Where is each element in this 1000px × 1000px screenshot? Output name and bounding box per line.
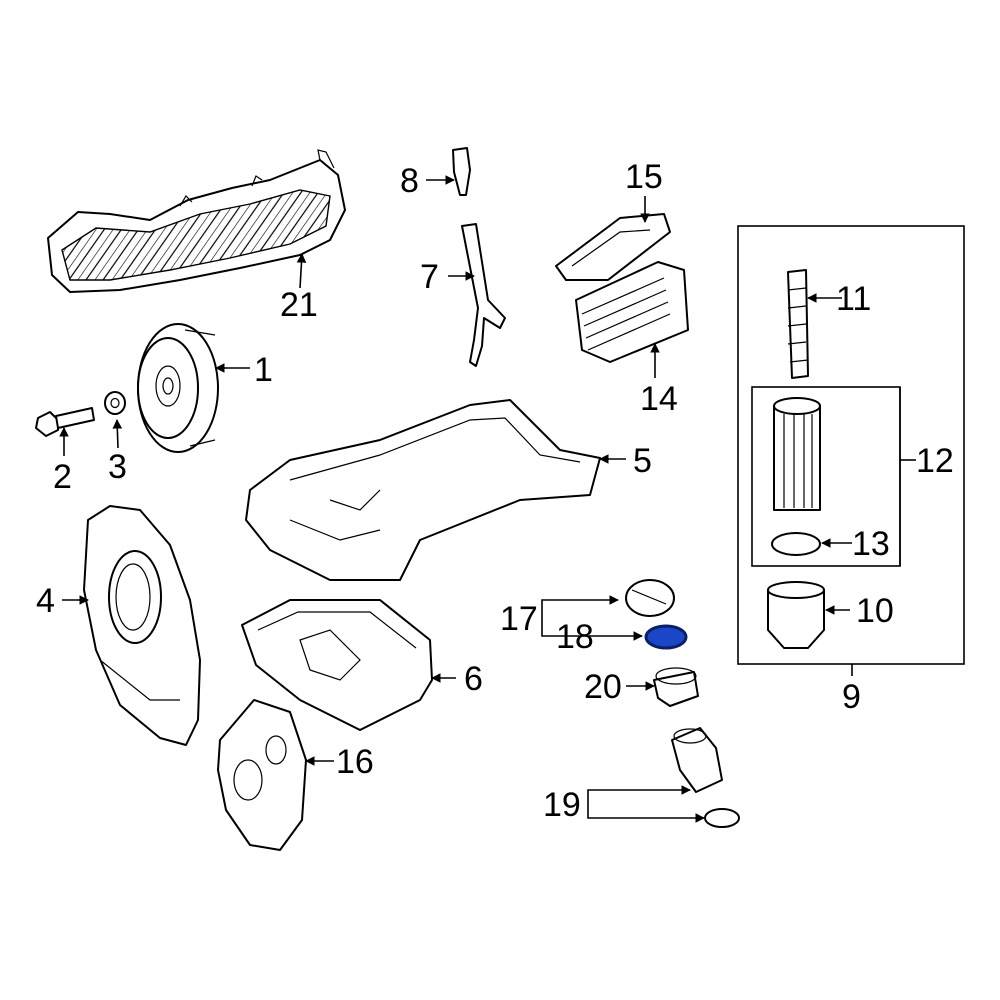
part-7-dipstick-tube[interactable] bbox=[461, 223, 506, 367]
part-10-filter-cap[interactable] bbox=[767, 581, 825, 649]
callout-4: 4 bbox=[36, 582, 55, 620]
part-3-washer[interactable] bbox=[104, 391, 126, 415]
callout-11: 11 bbox=[836, 280, 871, 318]
part-21-intake-manifold[interactable] bbox=[47, 149, 346, 293]
callout-2: 2 bbox=[53, 458, 72, 496]
part-15-gasket[interactable] bbox=[555, 213, 671, 281]
callout-8: 8 bbox=[400, 162, 419, 200]
part-18-seal[interactable] bbox=[644, 624, 688, 650]
part-4-rear-cover[interactable] bbox=[83, 505, 201, 746]
part-11-standpipe[interactable] bbox=[787, 269, 809, 379]
part-5-upper-oil-pan[interactable] bbox=[245, 399, 601, 581]
callout-19: 19 bbox=[543, 786, 581, 824]
part-14-oil-cooler[interactable] bbox=[575, 261, 689, 363]
part-1-pulley[interactable] bbox=[137, 323, 219, 453]
part-13-o-ring[interactable] bbox=[771, 532, 821, 556]
callout-9: 9 bbox=[842, 678, 861, 716]
part-16-cover-plate[interactable] bbox=[217, 699, 307, 851]
callout-labels: 21 1 2 3 4 5 6 16 8 7 15 14 11 12 13 10 … bbox=[36, 158, 954, 824]
callout-3: 3 bbox=[108, 448, 127, 486]
callout-21: 21 bbox=[280, 286, 318, 324]
part-19-tube[interactable] bbox=[671, 727, 740, 828]
callout-7: 7 bbox=[420, 258, 439, 296]
callout-6: 6 bbox=[464, 660, 483, 698]
callout-18: 18 bbox=[556, 618, 594, 656]
filter-assembly-box bbox=[737, 225, 965, 665]
callout-13: 13 bbox=[852, 525, 890, 563]
part-12-filter-element[interactable] bbox=[773, 397, 821, 511]
callout-20: 20 bbox=[584, 668, 622, 706]
callout-17: 17 bbox=[500, 600, 538, 638]
callout-10: 10 bbox=[856, 592, 894, 630]
part-17-filler-cap[interactable] bbox=[625, 579, 675, 617]
part-20-filler-neck[interactable] bbox=[653, 667, 699, 707]
callout-16: 16 bbox=[336, 743, 374, 781]
callout-14: 14 bbox=[640, 380, 678, 418]
callout-12: 12 bbox=[916, 442, 954, 480]
leader-lines bbox=[59, 175, 916, 823]
part-6-lower-oil-pan[interactable] bbox=[241, 599, 433, 731]
part-8-sensor[interactable] bbox=[452, 147, 471, 196]
callout-1: 1 bbox=[254, 351, 273, 389]
callout-5: 5 bbox=[633, 442, 652, 480]
part-2-bolt[interactable] bbox=[35, 407, 95, 437]
callout-15: 15 bbox=[625, 158, 663, 196]
